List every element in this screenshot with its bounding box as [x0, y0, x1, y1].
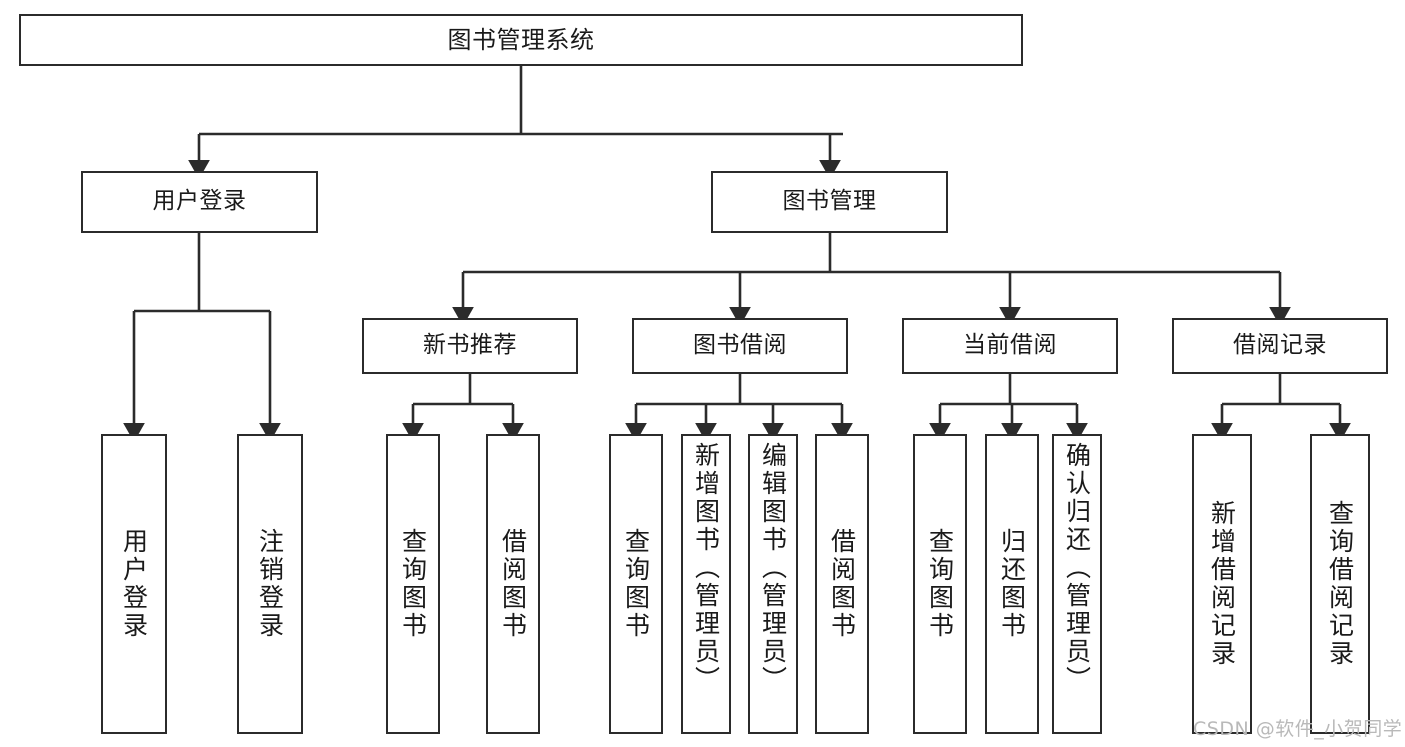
- node-user-login[interactable]: 用户登录: [81, 171, 318, 233]
- leaf-edit-book[interactable]: 编辑图书（管理员）: [748, 434, 798, 734]
- leaf-logout-login[interactable]: 注销登录: [237, 434, 303, 734]
- leaf-add-record-label: 新增借阅记录: [1207, 500, 1237, 668]
- leaf-query-record-label: 查询借阅记录: [1325, 500, 1355, 668]
- leaf-borrow-book-brw[interactable]: 借阅图书: [815, 434, 869, 734]
- node-current-borrow-label: 当前借阅: [963, 332, 1057, 359]
- leaf-return-book-label: 归还图书: [997, 528, 1027, 640]
- leaf-user-login[interactable]: 用户登录: [101, 434, 167, 734]
- leaf-add-book-label: 新增图书（管理员）: [691, 442, 721, 694]
- node-borrow-record[interactable]: 借阅记录: [1172, 318, 1388, 374]
- leaf-confirm-return[interactable]: 确认归还（管理员）: [1052, 434, 1102, 734]
- node-root[interactable]: 图书管理系统: [19, 14, 1023, 66]
- node-book-manage-label: 图书管理: [782, 188, 877, 215]
- node-user-login-label: 用户登录: [152, 188, 247, 215]
- node-new-book-recommend-label: 新书推荐: [423, 332, 517, 359]
- leaf-edit-book-label: 编辑图书（管理员）: [758, 442, 788, 694]
- leaf-return-book[interactable]: 归还图书: [985, 434, 1039, 734]
- leaf-borrow-book-rec-label: 借阅图书: [498, 528, 528, 640]
- node-borrow-record-label: 借阅记录: [1233, 332, 1327, 359]
- leaf-confirm-return-label: 确认归还（管理员）: [1062, 442, 1092, 694]
- node-book-borrow-label: 图书借阅: [693, 332, 787, 359]
- leaf-user-login-label: 用户登录: [119, 528, 149, 640]
- node-root-label: 图书管理系统: [447, 25, 595, 54]
- leaf-query-book-brw-label: 查询图书: [621, 528, 651, 640]
- leaf-query-record[interactable]: 查询借阅记录: [1310, 434, 1370, 734]
- node-book-manage[interactable]: 图书管理: [711, 171, 948, 233]
- leaf-borrow-book-rec[interactable]: 借阅图书: [486, 434, 540, 734]
- leaf-query-book-rec[interactable]: 查询图书: [386, 434, 440, 734]
- leaf-query-book-rec-label: 查询图书: [398, 528, 428, 640]
- leaf-borrow-book-brw-label: 借阅图书: [827, 528, 857, 640]
- node-current-borrow[interactable]: 当前借阅: [902, 318, 1118, 374]
- leaf-query-book-cur-label: 查询图书: [925, 528, 955, 640]
- leaf-query-book-cur[interactable]: 查询图书: [913, 434, 967, 734]
- csdn-watermark: CSDN @软件_小贺同学: [1193, 718, 1403, 740]
- leaf-logout-login-label: 注销登录: [255, 528, 285, 640]
- leaf-query-book-brw[interactable]: 查询图书: [609, 434, 663, 734]
- leaf-add-book[interactable]: 新增图书（管理员）: [681, 434, 731, 734]
- node-new-book-recommend[interactable]: 新书推荐: [362, 318, 578, 374]
- leaf-add-record[interactable]: 新增借阅记录: [1192, 434, 1252, 734]
- node-book-borrow[interactable]: 图书借阅: [632, 318, 848, 374]
